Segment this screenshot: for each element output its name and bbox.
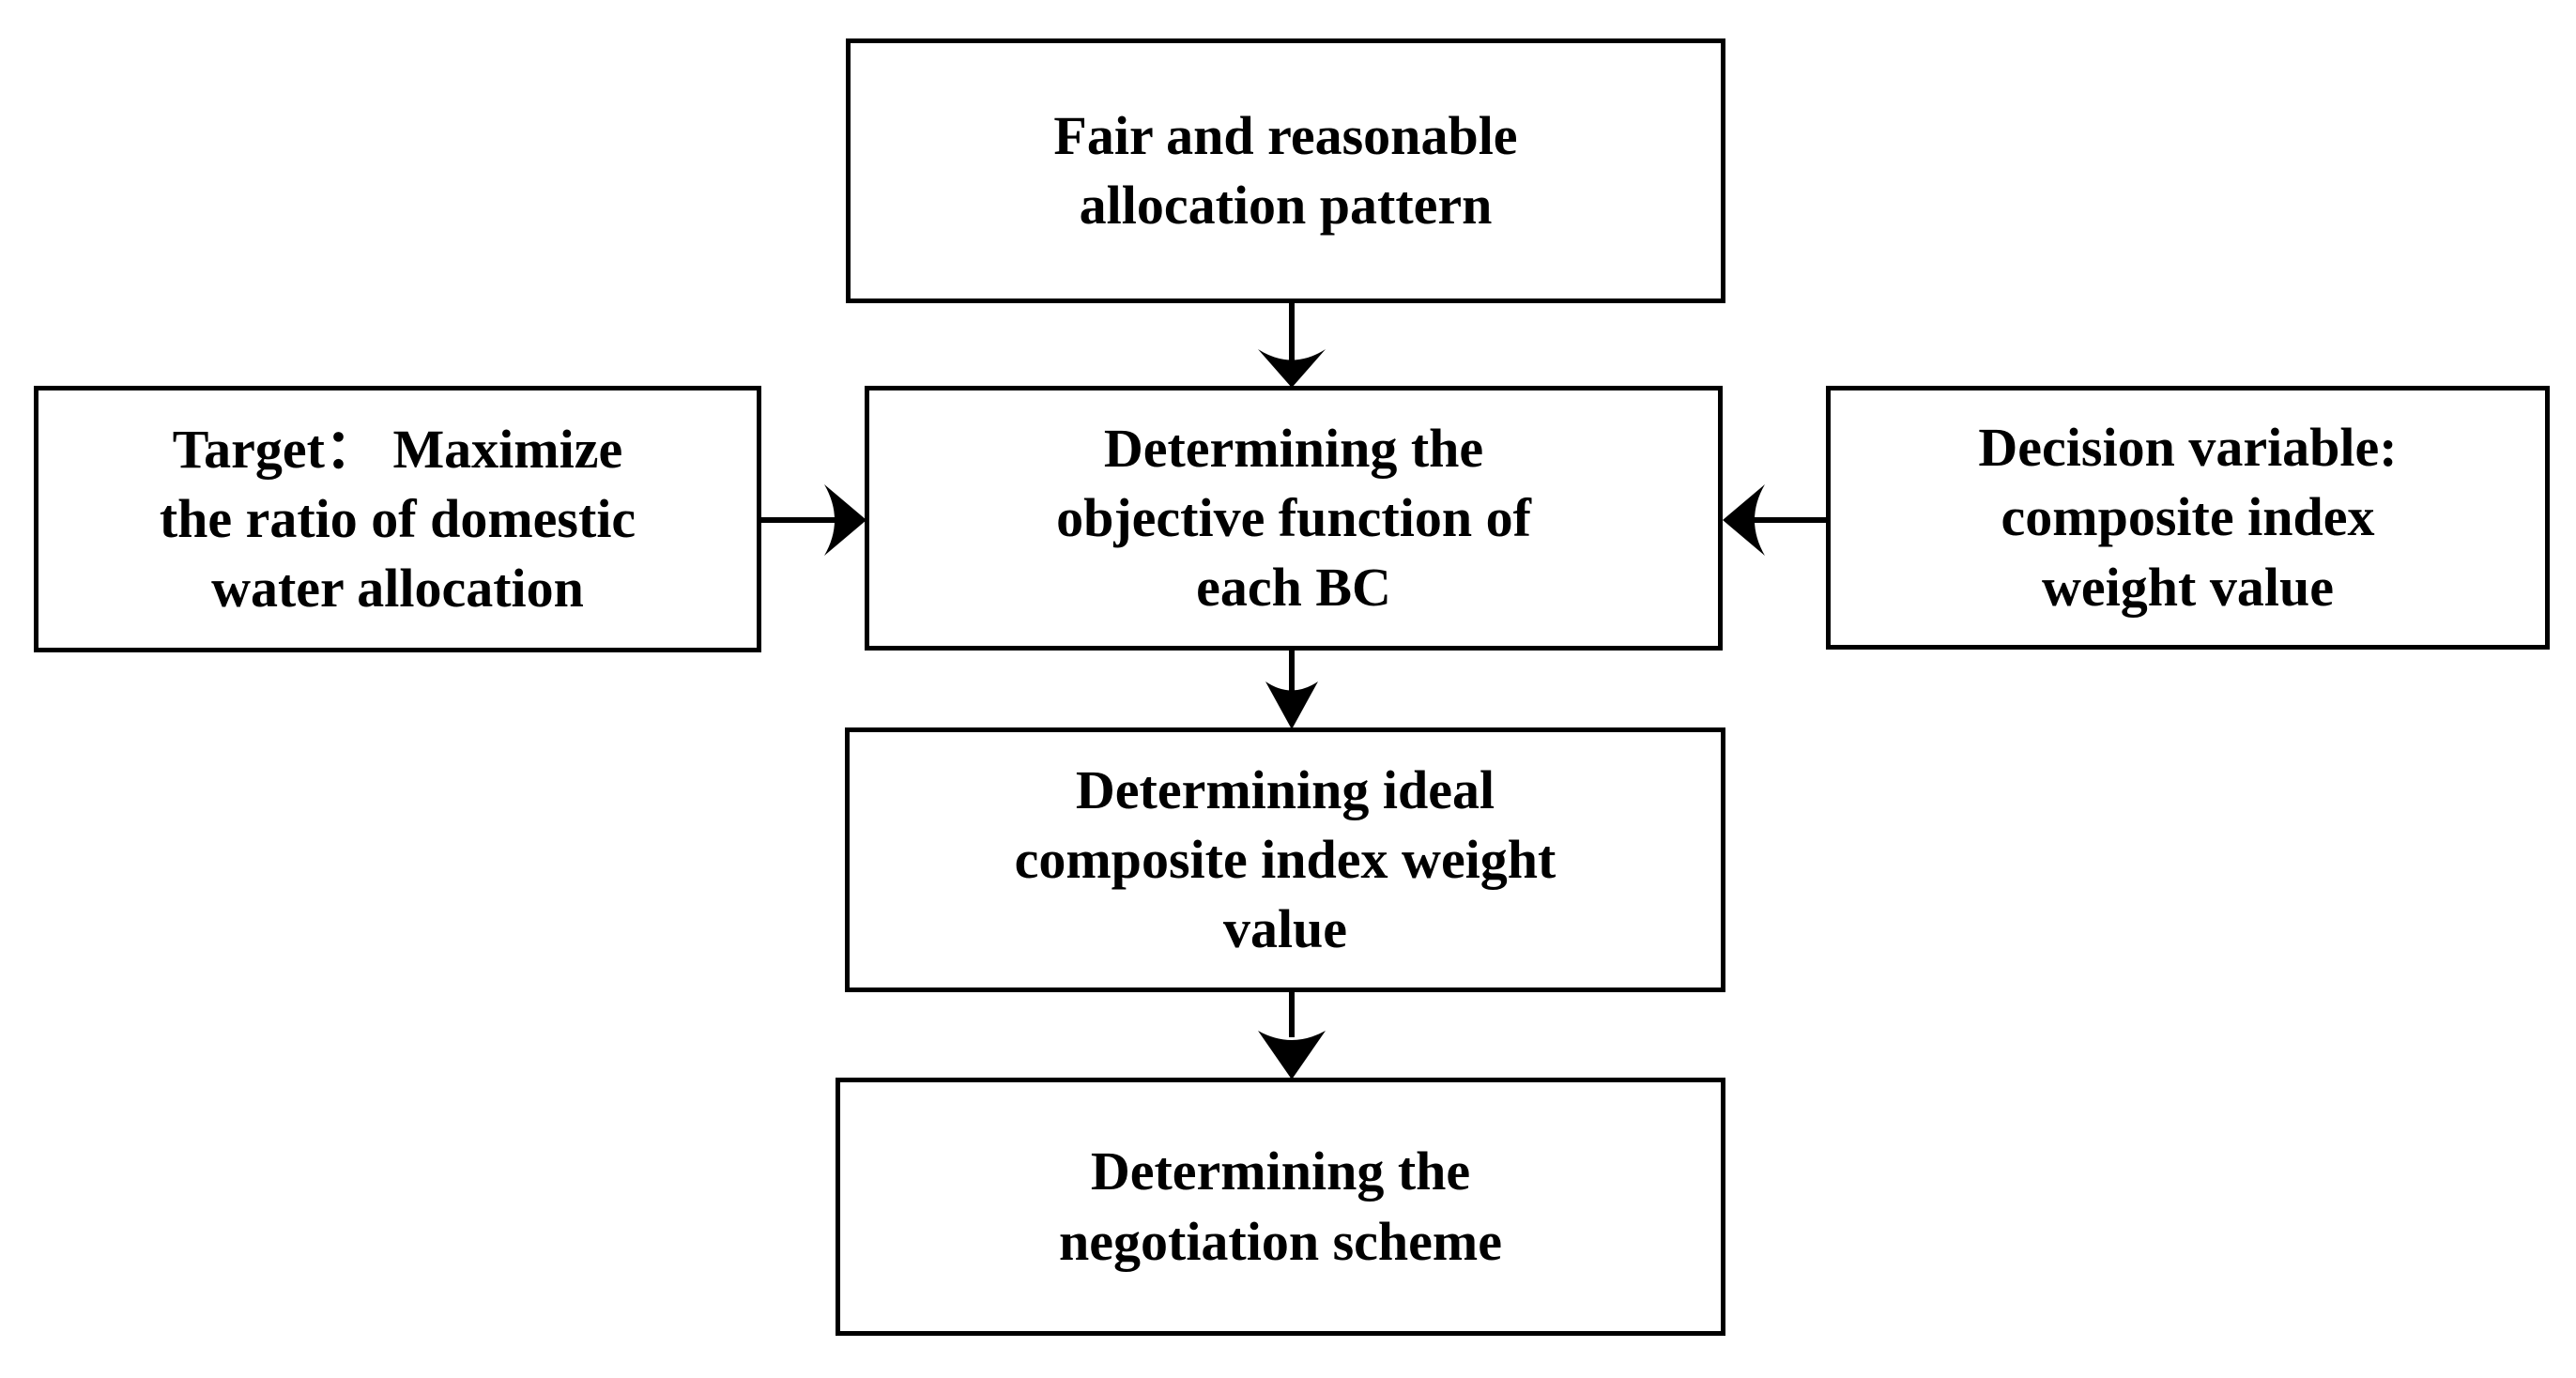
node-fair-and-reasonable-allocation-pattern[interactable]: Fair and reasonable allocation pattern [846, 38, 1725, 303]
arrow-ideal-to-scheme [1258, 992, 1326, 1079]
node-top-label: Fair and reasonable allocation pattern [1053, 104, 1518, 236]
node-center-label: Determining the objective function of ea… [1056, 417, 1531, 619]
node-scheme-label: Determining the negotiation scheme [1059, 1141, 1502, 1272]
node-determining-objective-function-of-each-bc[interactable]: Determining the objective function of ea… [865, 386, 1723, 651]
node-ideal-label: Determining ideal composite index weight… [1014, 758, 1556, 960]
node-determining-ideal-composite-index-weight-value[interactable]: Determining ideal composite index weight… [845, 727, 1725, 992]
node-target-maximize-ratio-of-domestic-water-allocation[interactable]: Target： Maximize the ratio of domestic w… [34, 386, 761, 652]
arrow-top-to-center [1258, 303, 1326, 388]
arrow-right-to-center [1723, 484, 1826, 556]
arrow-center-to-ideal [1265, 651, 1318, 729]
arrow-left-to-center [761, 484, 866, 556]
node-right-label: Decision variable: composite index weigh… [1978, 417, 2398, 618]
node-decision-variable-composite-index-weight-value[interactable]: Decision variable: composite index weigh… [1826, 386, 2550, 650]
node-left-label: Target： Maximize the ratio of domestic w… [159, 418, 636, 620]
node-determining-the-negotiation-scheme[interactable]: Determining the negotiation scheme [836, 1078, 1725, 1336]
